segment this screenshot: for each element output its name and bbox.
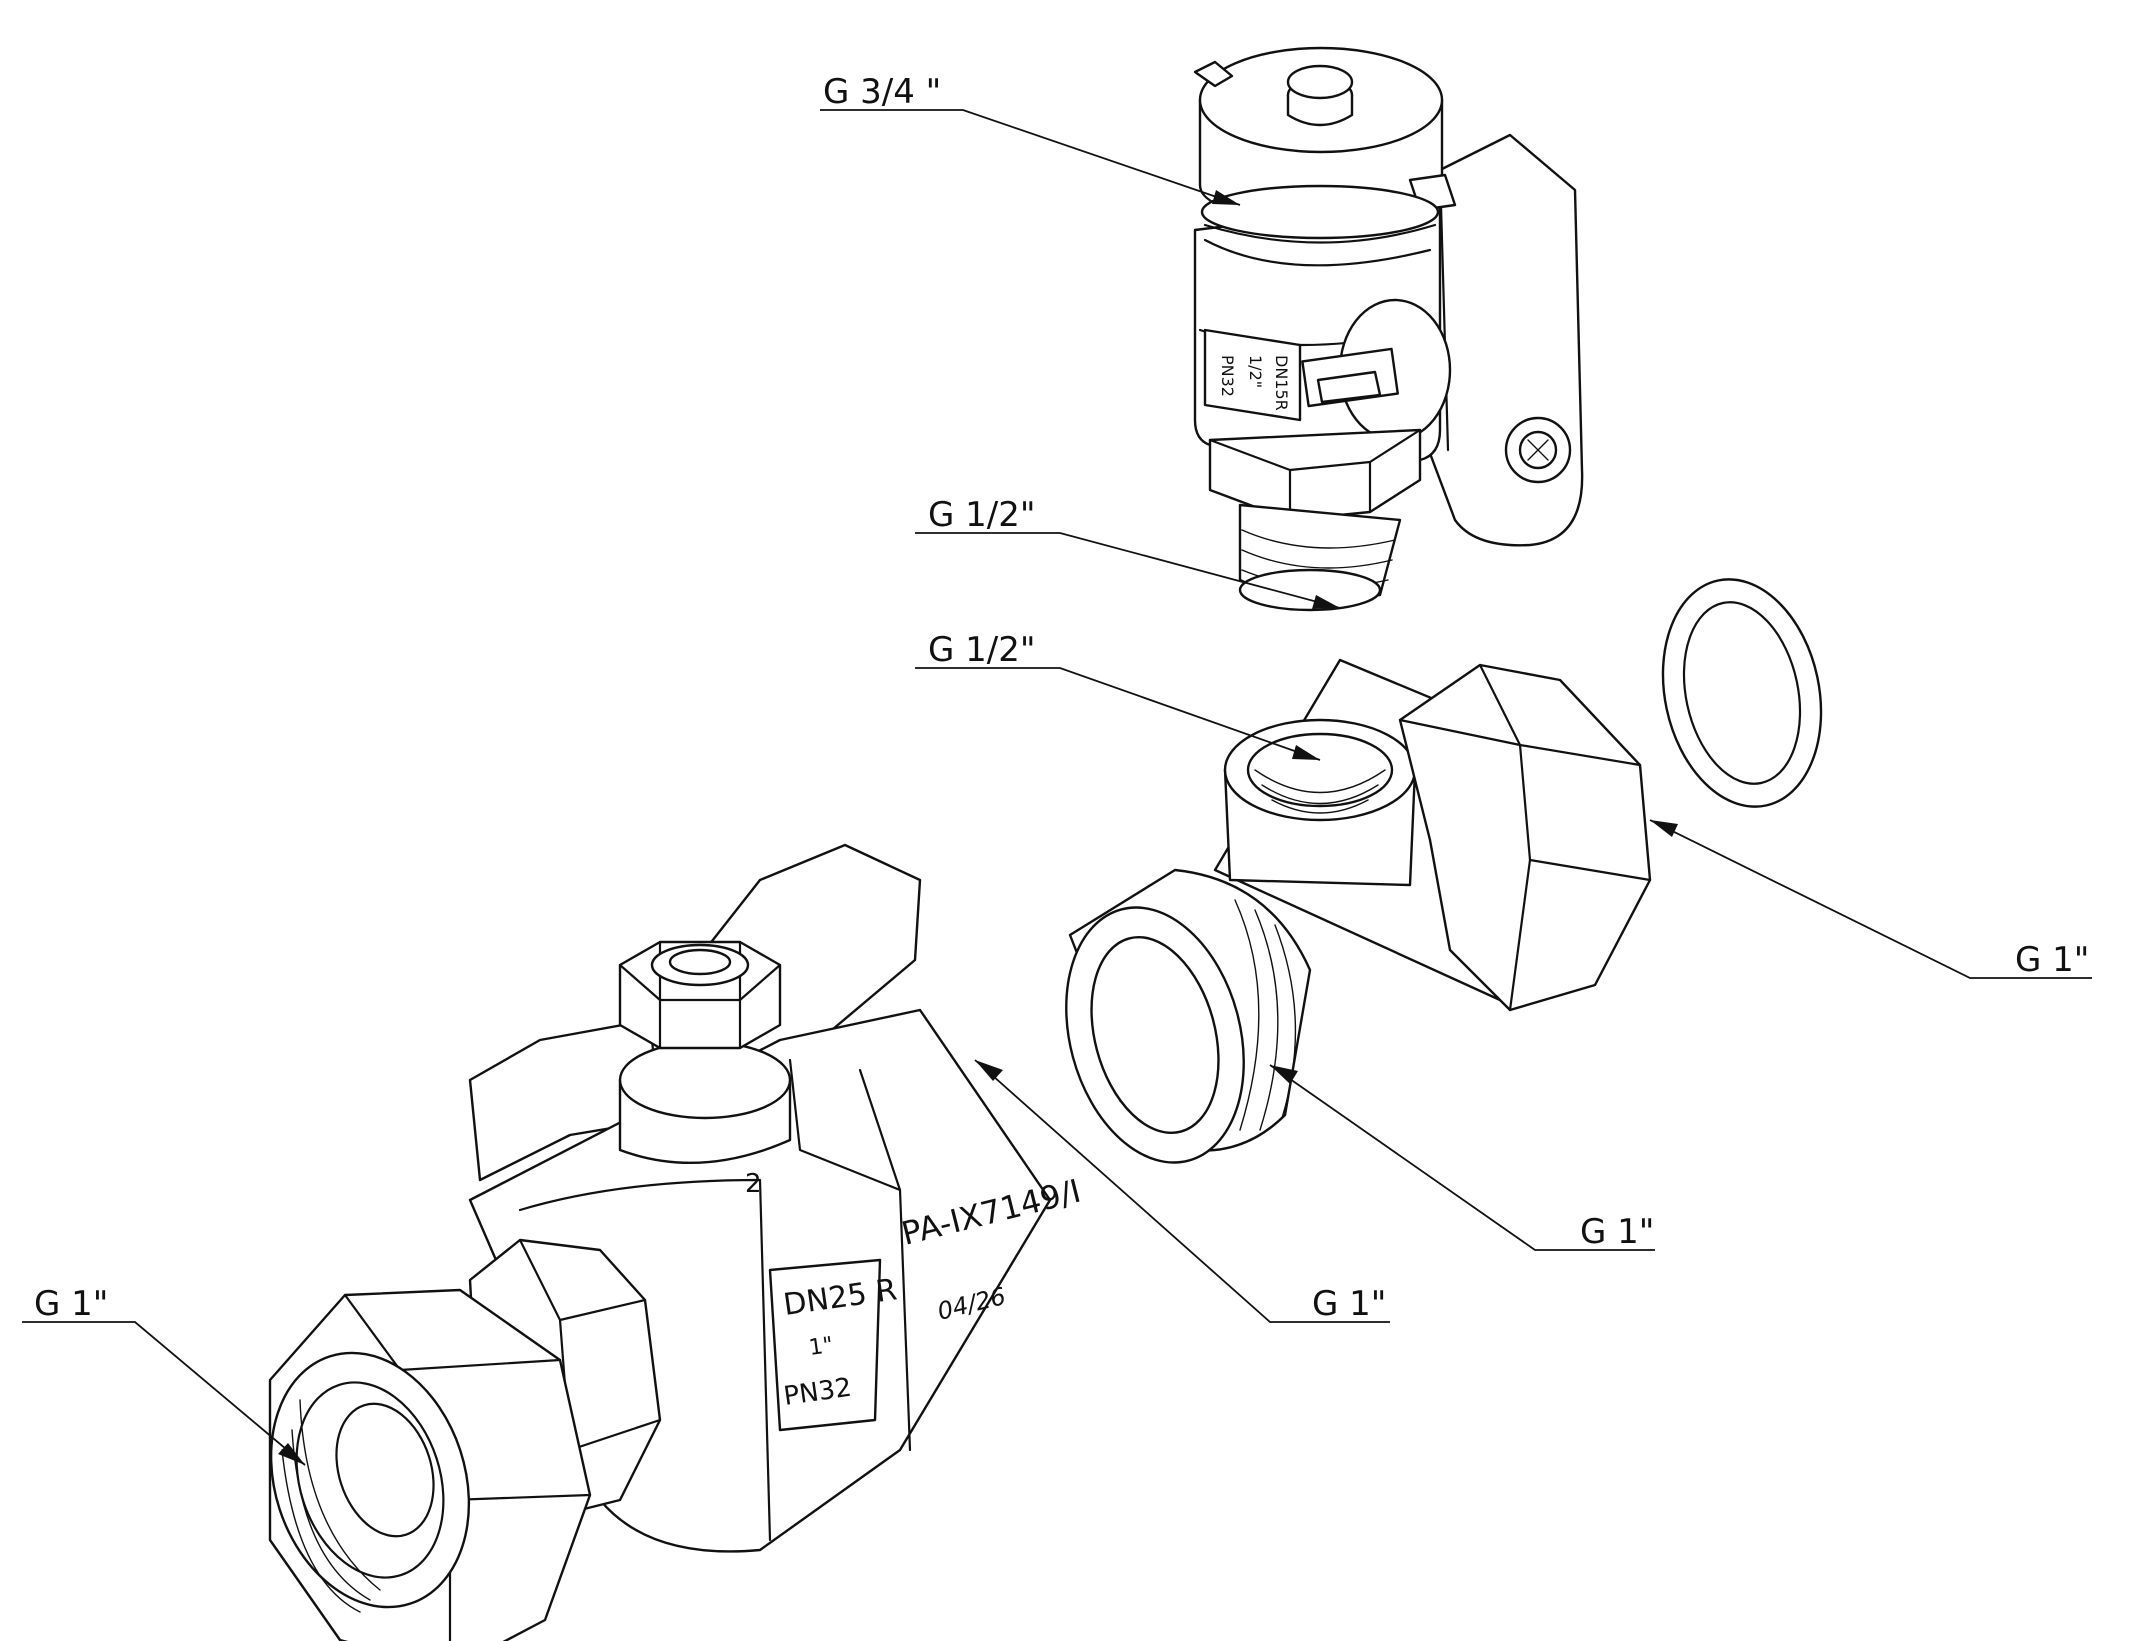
leader-f (974, 1059, 1390, 1323)
top-valve-marking-band (1203, 328, 1302, 422)
callout-g1-washer: G 1" (2015, 940, 2089, 980)
top-valve-dn-mark: DN15R (1272, 355, 1291, 411)
leader-b (915, 532, 1341, 609)
ball-valve-dn-panel (768, 1258, 882, 1432)
ball-valve-handle-number: 2 (745, 1169, 762, 1199)
ball-valve: DN25 R 1" PN32 PA-IX7149/I 04/26 2 (268, 843, 1084, 1641)
leader-g (22, 1321, 306, 1466)
tee-union-nut (1398, 663, 1652, 1012)
leader-e (1269, 1064, 1655, 1251)
callout-labels: G 3/4 " G 1/2" G 1/2" G 1" G 1" G 1" G 1… (34, 72, 2089, 1324)
top-valve-size-mark: 1/2" (1246, 355, 1265, 388)
ball-valve-size-mark: 1" (807, 1333, 834, 1361)
callout-g12-tee: G 1/2" (928, 630, 1036, 670)
top-valve-pn-mark: PN32 (1218, 355, 1237, 397)
callout-g1-ball-nut: G 1" (34, 1284, 108, 1324)
leader-c (915, 667, 1321, 761)
callout-g12-top: G 1/2" (928, 495, 1036, 535)
top-angle-valve: PN32 1/2" DN15R (1193, 46, 1584, 612)
callout-g34: G 3/4 " (823, 72, 941, 112)
callout-g1-tee-thread: G 1" (1580, 1212, 1654, 1252)
callout-g1-ball-body: G 1" (1312, 1284, 1386, 1324)
leader-d (1649, 819, 2092, 979)
tee-fitting (1065, 658, 1652, 1164)
callout-leaders (22, 109, 2092, 1466)
leader-a (820, 109, 1241, 206)
sealing-washer (1661, 578, 1823, 808)
